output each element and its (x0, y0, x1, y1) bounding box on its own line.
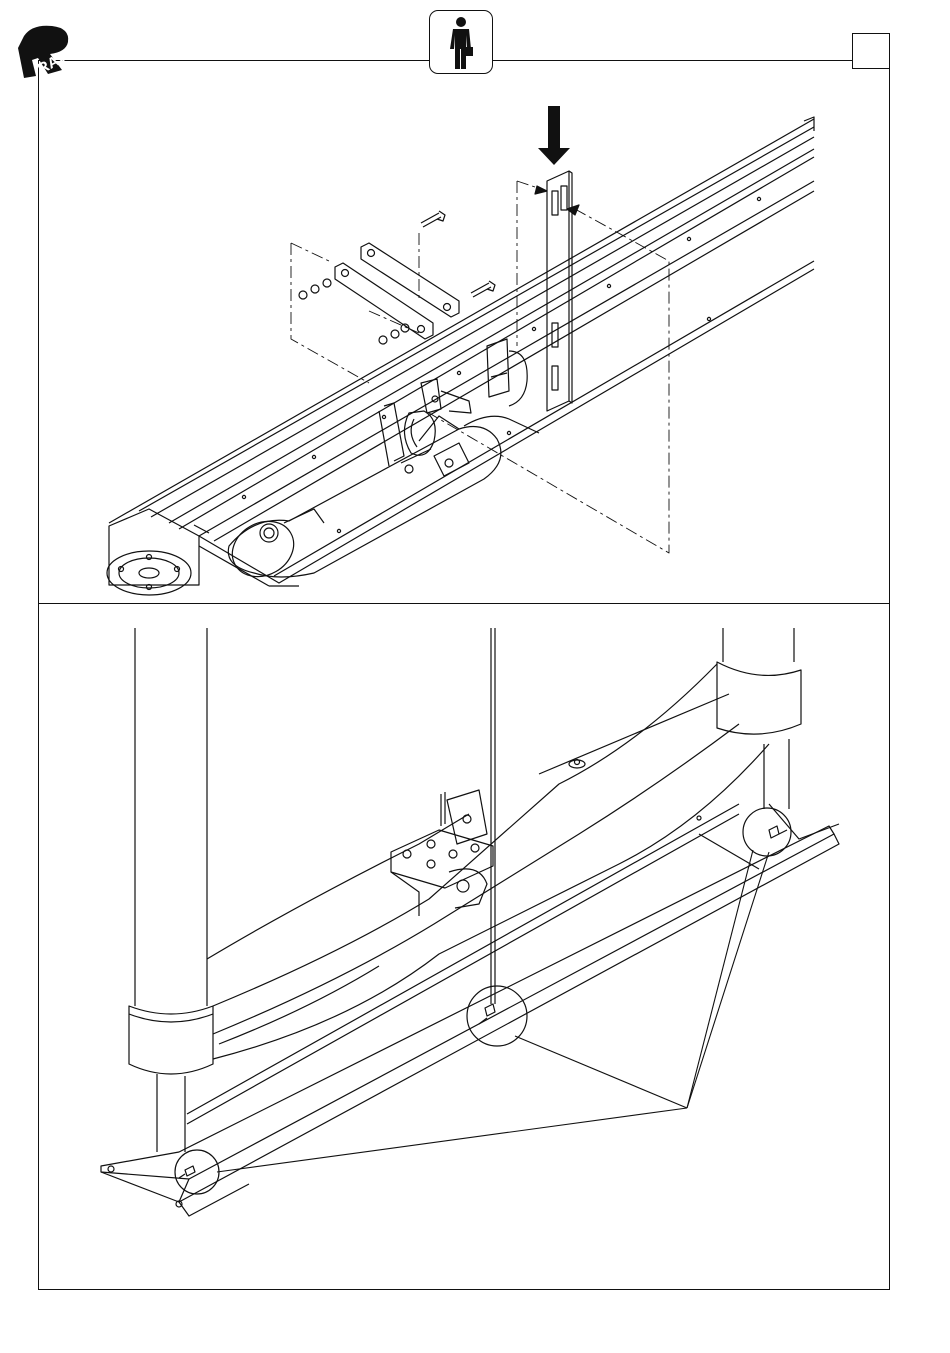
anchor-bolts-drawing (179, 826, 787, 1178)
base-beam-drawing (109, 117, 814, 586)
pointer-left-icon (535, 186, 547, 194)
column-bracket-drawing (487, 339, 527, 406)
projection-lines (291, 181, 669, 553)
base-frame-drawing (101, 804, 839, 1216)
base-plate-drawing (107, 509, 199, 595)
down-arrow-icon (538, 106, 570, 165)
top-panel (39, 61, 889, 602)
leader-lines (217, 850, 769, 1172)
connection-plates-drawing (335, 243, 459, 339)
carriage-beam-drawing (207, 664, 769, 1059)
right-column-drawing (717, 628, 801, 809)
bolts-and-nuts-drawing (299, 211, 495, 344)
cables-drawing (491, 628, 495, 1004)
left-column-drawing (129, 628, 213, 1152)
bottom-panel (39, 604, 889, 1289)
